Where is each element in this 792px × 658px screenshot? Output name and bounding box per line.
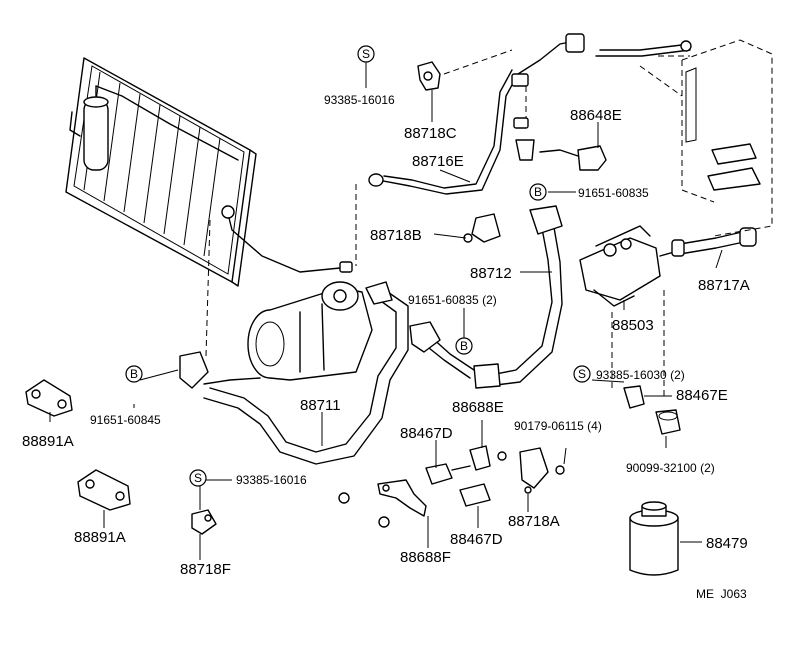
clamp-88718C [417,61,441,91]
marker-s-text: S [362,47,370,61]
label-90179-06115-4: 90179-06115 (4) [514,419,602,433]
label-93385-16030-2: 93385-16030 (2) [596,368,685,382]
marker-b-text: B [534,185,542,199]
label-88479: 88479 [706,535,748,552]
marker-s-93385-16030: S [573,365,591,383]
marker-b-text: B [460,339,468,353]
label-88467D-top: 88467D [400,425,453,442]
expansion-valve-88503 [579,225,675,307]
label-91651-60835: 91651-60835 [578,186,649,200]
hose-88711 [179,281,409,465]
bracket-88688E [469,445,507,471]
receiver-drier [69,85,239,171]
label-88467E: 88467E [676,387,728,404]
label-88717A: 88717A [698,277,750,294]
label-88716E: 88716E [412,153,464,170]
label-93385-16016-bottom: 93385-16016 [236,473,307,487]
pipe-left-fitting [409,321,475,379]
marker-b-91651-60845: B [125,365,143,383]
label-88688E: 88688E [452,399,504,416]
pressure-switch [511,73,535,161]
part-88648E [539,145,607,171]
grommet-90099-32100 [655,409,681,435]
condenser-pipe [221,205,353,273]
evaporator-case [639,39,773,237]
label-88503: 88503 [612,317,654,334]
top-pipe [368,33,692,195]
clamp-88718F [191,509,217,535]
fittings-88467D [425,463,491,507]
label-leaders [49,62,723,560]
marker-b-91651-60835: B [529,183,547,201]
label-88891A-bottom: 88891A [74,529,126,546]
label-88718F: 88718F [180,561,231,578]
marker-b-text: B [130,367,138,381]
label-88688F: 88688F [400,549,451,566]
label-88711: 88711 [300,397,341,414]
diagram-code: ME J063 [696,587,747,601]
marker-s-text: S [194,471,202,485]
bracket-88891A-top [25,379,73,417]
label-91651-60835-2: 91651-60835 (2) [408,293,497,307]
label-91651-60845: 91651-60845 [90,413,161,427]
leader-lines [205,49,665,400]
bracket-88891A-bottom [77,469,131,511]
bracket-88688F [338,479,427,528]
clamp-88718B [463,213,501,243]
marker-s-93385-16016-bottom: S [189,469,207,487]
clamp-88718A [519,447,565,494]
label-88718A: 88718A [508,513,560,530]
can-88479 [629,501,679,576]
label-88712: 88712 [470,265,512,282]
marker-s-top: S [357,45,375,63]
condenser [65,57,257,287]
pipe-88717A [671,227,757,257]
marker-s-text: S [578,367,586,381]
label-93385-16016-top: 93385-16016 [324,93,395,107]
label-90099-32100-2: 90099-32100 (2) [626,461,715,475]
marker-b-91651-60835-2: B [455,337,473,355]
hose-88712 [473,205,563,389]
label-88891A-top: 88891A [22,433,74,450]
compressor [247,281,373,381]
grommet-88467E [623,385,645,409]
label-88467D-bottom: 88467D [450,531,503,548]
label-88648E: 88648E [570,107,622,124]
label-88718B: 88718B [370,227,422,244]
label-88718C: 88718C [404,125,457,142]
